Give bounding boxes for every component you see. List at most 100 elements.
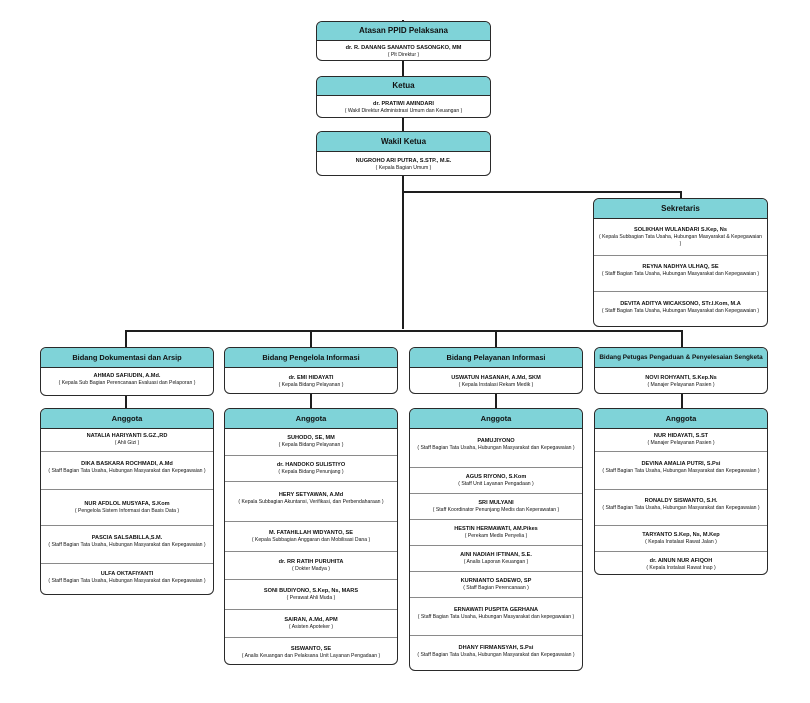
member-entry: USWATUN HASANAH, A.Md, SKM( Kepala Insta…	[410, 368, 582, 393]
member-role: ( Staff Bagian Tata Usaha, Hubungan Masy…	[601, 307, 760, 314]
member-role: ( Kepala Bagian Umum )	[375, 165, 432, 171]
member-name: NUGROHO ARI PUTRA, S.STP., M.E.	[355, 158, 452, 164]
member-entry: SOLIKHAH WULANDARI S.Kep, Ns( Kepala Sub…	[594, 219, 767, 255]
member-role: ( Analis Keuangan dan Pelaksana Unit Lay…	[241, 653, 381, 659]
member-name: DEVITA ADITYA WICAKSONO, STr.I.Kom, M.A	[620, 300, 741, 307]
member-role: ( Manajer Pelayanan Pasien )	[647, 382, 715, 388]
member-role: ( Kepala Instalasi Rawat Inap )	[646, 565, 716, 571]
member-name: ERNAWATI PUSPITA GERHANA	[453, 606, 539, 613]
member-role: ( Staff Bagian Tata Usaha, Hubungan Masy…	[417, 444, 575, 451]
member-role: ( Plt Direktur )	[387, 52, 420, 58]
member-role: ( Staff Bagian Perencanaan )	[463, 585, 529, 591]
bidang-pengaduan-box: Bidang Petugas Pengaduan & Penyelesaian …	[594, 347, 768, 394]
connector-line	[310, 394, 312, 408]
member-entry: SISWANTO, SE( Analis Keuangan dan Pelaks…	[225, 637, 397, 664]
member-name: AHMAD SAFIUDIN, A.Md.	[93, 372, 161, 379]
box-title: Atasan PPID Pelaksana	[317, 22, 490, 41]
member-role: ( Kepala Sub Bagian Perencanaan Evaluasi…	[58, 379, 196, 386]
member-role: ( Ahli Gizi )	[114, 440, 140, 446]
member-entry: DEVINA AMALIA PUTRI, S.Psi( Staff Bagian…	[595, 451, 767, 489]
member-role: ( Staff Bagian Tata Usaha, Hubungan Masy…	[601, 270, 760, 277]
member-name: dr. EMI HIDAYATI	[288, 375, 334, 381]
member-name: SUHODO, SE, MM	[287, 435, 335, 441]
member-entry: dr. HANDOKO SULISTIYO( Kepala Bidang Pen…	[225, 455, 397, 481]
member-entry: ERNAWATI PUSPITA GERHANA( Staff Bagian T…	[410, 597, 582, 635]
box-title: Anggota	[225, 409, 397, 429]
member-name: SRI MULYANI	[478, 500, 514, 506]
member-name: PASCIA SALSABILLA,S.M.	[91, 534, 163, 541]
box-title: Bidang Petugas Pengaduan & Penyelesaian …	[595, 348, 767, 368]
member-name: dr. HANDOKO SULISTIYO	[276, 462, 346, 468]
member-role: ( Staff Bagian Tata Usaha, Hubungan Masy…	[48, 577, 206, 584]
member-name: HERY SETYAWAN, A.Md	[278, 491, 344, 498]
member-name: SONI BUDIYONO, S.Kep, Ns, MARS	[263, 588, 359, 594]
box-title: Bidang Dokumentasi dan Arsip	[41, 348, 213, 368]
member-entry: dr. AINUN NUR AFIQOH( Kepala Instalasi R…	[595, 551, 767, 574]
member-role: ( Staff Bagian Tata Usaha, Hubungan Masy…	[48, 541, 206, 548]
member-role: ( Wakil Direktur Administrasi Umum dan K…	[344, 108, 463, 114]
member-entry: PASCIA SALSABILLA,S.M.( Staff Bagian Tat…	[41, 525, 213, 563]
member-role: ( Staff Koordinator Penunjang Medis dan …	[432, 507, 560, 513]
member-name: NUR HIDAYATI, S.ST	[653, 433, 709, 439]
member-name: AGUS RIYONO, S.Kom	[465, 474, 527, 480]
member-entry: dr. R. DANANG SANANTO SASONGKO, MM( Plt …	[317, 41, 490, 60]
member-name: NUR AFDLOL MUSYAFA, S.Kom	[84, 501, 170, 507]
member-role: ( Kepala Subbagian Anggaran dan Mobilisa…	[251, 537, 371, 543]
member-role: ( Kepala Instalasi Rawat Jalan )	[645, 539, 717, 545]
member-entry: DIKA BASKARA ROCHMADI, A.Md( Staff Bagia…	[41, 451, 213, 489]
member-entry: KURNIANTO SADEWO, SP( Staff Bagian Peren…	[410, 571, 582, 597]
member-entry: TARYANTO S.Kep, Ns, M.Kep( Kepala Instal…	[595, 525, 767, 551]
member-name: DIKA BASKARA ROCHMADI, A.Md	[81, 460, 173, 467]
connector-line	[125, 330, 127, 347]
member-role: ( Staff Bagian Tata Usaha, Hubungan Masy…	[602, 504, 760, 511]
member-role: ( Asisten Apoteker )	[288, 624, 334, 630]
box-title: Anggota	[410, 409, 582, 429]
member-role: ( Staff Bagian Tata Usaha, Hubungan Masy…	[417, 651, 575, 658]
member-role: ( Kepala Bidang Pelayanan )	[278, 382, 344, 388]
member-entry: DHANY FIRMANSYAH, S.Psi( Staff Bagian Ta…	[410, 635, 582, 670]
member-entry: M. FATAHILLAH WIDYANTO, SE( Kepala Subba…	[225, 521, 397, 551]
member-role: ( Staff Unit Layanan Pengadaan )	[458, 481, 534, 487]
member-entry: SRI MULYANI( Staff Koordinator Penunjang…	[410, 493, 582, 519]
member-role: ( Kepala Bidang Penunjang )	[278, 469, 344, 475]
box-title: Anggota	[595, 409, 767, 429]
member-name: RONALDY SISWANTO, S.H.	[644, 497, 718, 504]
member-entry: NOVI ROHYANTI, S.Kep.Ns( Manajer Pelayan…	[595, 368, 767, 393]
member-role: ( Staff Bagian Tata Usaha, Hubungan Masy…	[48, 467, 206, 474]
member-role: ( Kepala Subbagian Akuntansi, Verifikasi…	[238, 498, 384, 505]
connector-line	[402, 176, 404, 329]
member-role: ( Manajer Pelayanan Pasien )	[647, 440, 715, 446]
member-entry: SAIRAN, A.Md, APM( Asisten Apoteker )	[225, 609, 397, 637]
member-name: KURNIANTO SADEWO, SP	[460, 578, 532, 584]
member-entry: dr. EMI HIDAYATI( Kepala Bidang Pelayana…	[225, 368, 397, 393]
member-name: TARYANTO S.Kep, Ns, M.Kep	[642, 532, 720, 538]
member-name: DHANY FIRMANSYAH, S.Psi	[458, 644, 534, 651]
member-role: ( Dokter Madya )	[292, 566, 330, 572]
member-role: ( Perawat Ahli Muda )	[286, 595, 336, 601]
member-entry: HESTIN HERMAWATI, AM.Pikes( Perekam Medi…	[410, 519, 582, 545]
box-title: Sekretaris	[594, 199, 767, 219]
member-role: ( Staff Bagian Tata Usaha, Hubungan Masy…	[417, 613, 575, 620]
connector-line	[125, 394, 127, 408]
member-name: dr. AINUN NUR AFIQOH	[649, 558, 713, 564]
member-entry: AGUS RIYONO, S.Kom( Staff Unit Layanan P…	[410, 467, 582, 493]
member-entry: AINI NADIAH IFTINAN, S.E.( Analis Lapora…	[410, 545, 582, 571]
member-entry: NUR HIDAYATI, S.ST( Manajer Pelayanan Pa…	[595, 429, 767, 451]
member-name: dr. R. DANANG SANANTO SASONGKO, MM	[345, 45, 462, 51]
member-name: SISWANTO, SE	[290, 646, 332, 652]
box-title: Bidang Pengelola Informasi	[225, 348, 397, 368]
connector-line	[403, 191, 681, 193]
member-entry: HERY SETYAWAN, A.Md( Kepala Subbagian Ak…	[225, 481, 397, 521]
box-title: Wakil Ketua	[317, 132, 490, 152]
connector-line	[495, 394, 497, 408]
member-name: NOVI ROHYANTI, S.Kep.Ns	[645, 375, 717, 381]
box-title: Anggota	[41, 409, 213, 429]
